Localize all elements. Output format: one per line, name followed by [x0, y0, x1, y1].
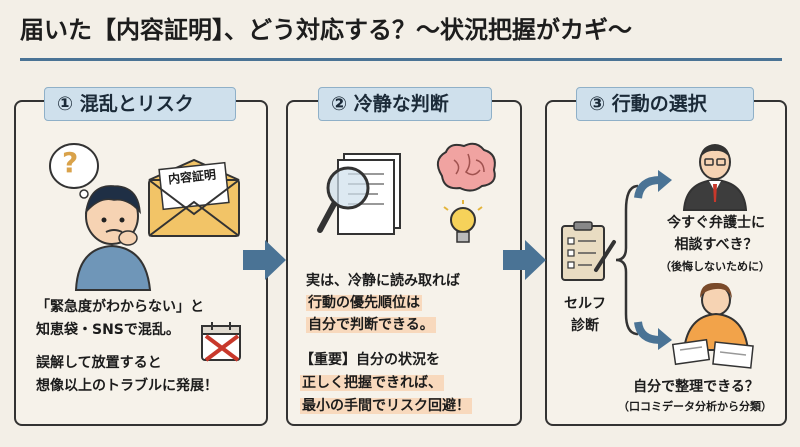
- arrow-right-icon: [503, 240, 546, 280]
- woman-organizing-icon: [671, 282, 754, 369]
- panel2-note-line2: 正しく把握できれば、: [300, 372, 444, 392]
- lawyer-icon: [682, 144, 748, 211]
- highlighted-understand: 正しく把握できれば、: [300, 375, 444, 391]
- panel1-text-line2: 知恵袋・SNSで混乱。: [36, 322, 180, 338]
- panel1-text-line3: 誤解して放置すると: [36, 355, 162, 371]
- panel2-text-line2: 行動の優先順位は: [306, 292, 422, 312]
- page-title: 届いた【内容証明】、どう対応する？〜状況把握がカギ〜: [20, 16, 632, 44]
- panel2-text-line3: 自分で判断できる。: [306, 314, 436, 334]
- option1-line1: 今すぐ弁護士に: [667, 215, 765, 231]
- question-mark-icon: ?: [62, 146, 79, 179]
- arrow-right-icon: [243, 240, 286, 280]
- self-diagnosis-line2: 診断: [571, 318, 599, 334]
- lightbulb-icon: [443, 200, 483, 243]
- branch-bracket-icon: [615, 170, 672, 350]
- panel2-text-line1: 実は、冷静に読み取れば: [306, 273, 460, 289]
- option2-line2: （口コミデータ分析から分類）: [618, 400, 772, 413]
- confused-person-icon: [74, 185, 152, 291]
- panel1-text-line1: 「緊急度がわからない」と: [36, 299, 204, 315]
- panel2-label: ② 冷静な判断: [318, 87, 492, 121]
- panel1-label: ① 混乱とリスク: [44, 87, 236, 121]
- calendar-crossed-icon: [201, 322, 241, 362]
- self-diagnosis-line1: セルフ: [564, 296, 606, 312]
- highlighted-priority: 行動の優先順位は: [306, 295, 422, 311]
- clipboard-checklist-icon: [561, 221, 616, 281]
- highlighted-avoid-risk: 最小の手間でリスク回避！: [300, 398, 472, 414]
- brain-icon: [436, 142, 496, 192]
- title-underline: [20, 58, 782, 61]
- option1-line2: 相談すべき？: [674, 237, 758, 253]
- panel1-text-line4: 想像以上のトラブルに発展！: [36, 378, 218, 394]
- highlighted-self-judge: 自分で判断できる。: [306, 317, 436, 333]
- panel3-label: ③ 行動の選択: [576, 87, 754, 121]
- option1-line3: （後悔しないために）: [660, 260, 770, 273]
- envelope-icon: [148, 158, 240, 237]
- panel2-note-line3: 最小の手間でリスク回避！: [300, 395, 472, 415]
- panel2-note-line1: 【重要】自分の状況を: [300, 352, 440, 368]
- magnifier-document-icon: [317, 153, 401, 235]
- option2-line1: 自分で整理できる？: [633, 379, 759, 395]
